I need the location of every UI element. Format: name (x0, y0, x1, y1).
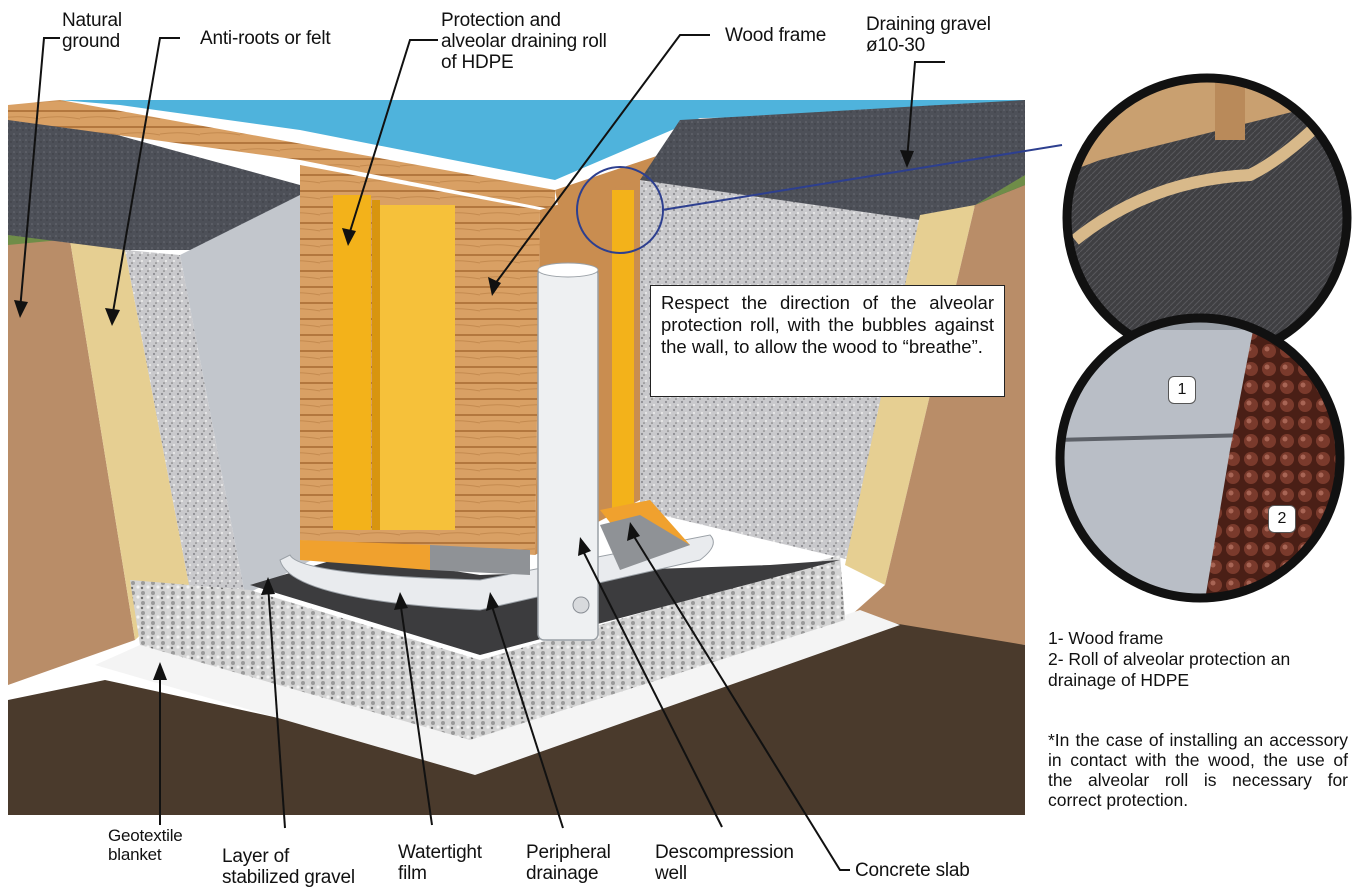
detail-connector-line (661, 144, 1063, 211)
peripheral-drainage-pipe (279, 534, 714, 611)
label-geotextile: Geotextile blanket (108, 826, 183, 864)
leader-arrows (19, 34, 945, 871)
arrow-heads (14, 150, 914, 680)
descompression-well (537, 267, 599, 641)
hdpe-roll-3 (612, 190, 634, 510)
natural-ground-left (8, 235, 135, 685)
hdpe-roll-1 (333, 195, 371, 530)
label-descompression: Descompression well (655, 842, 794, 884)
detail-badge-2: 2 (1268, 505, 1296, 533)
label-wood-frame: Wood frame (725, 25, 827, 46)
callout-note: Respect the direction of the alveolar pr… (650, 285, 1005, 397)
label-draining-gravel: Draining gravel ø10-30 (866, 14, 991, 56)
label-peripheral: Peripheral drainage (526, 842, 611, 884)
cutaway-illustration (8, 100, 1063, 815)
paving-left (8, 105, 300, 250)
detail-closeup-bottom (1060, 318, 1340, 598)
label-concrete-slab: Concrete slab (855, 860, 970, 881)
label-watertight: Watertight film (398, 842, 482, 884)
label-anti-roots: Anti-roots or felt (200, 28, 331, 49)
hdpe-roll-2 (380, 205, 455, 530)
label-natural-ground: Natural ground (62, 10, 122, 52)
footnote: *In the case of installing an accessory … (1048, 730, 1348, 810)
label-protection-roll: Protection and alveolar draining roll of… (441, 10, 607, 73)
pool-water (60, 100, 1025, 180)
draining-gravel-left (125, 250, 245, 595)
label-layer-gravel: Layer of stabilized gravel (222, 846, 355, 888)
detail-badge-1: 1 (1168, 376, 1196, 404)
detail-legend: 1- Wood frame 2- Roll of alveolar protec… (1048, 628, 1290, 691)
anti-roots-felt-left (70, 240, 190, 640)
legend-item-1: 1- Wood frame (1048, 628, 1164, 648)
paving-right (640, 100, 1025, 220)
legend-item-2: 2- Roll of alveolar protection an draina… (1048, 649, 1291, 690)
